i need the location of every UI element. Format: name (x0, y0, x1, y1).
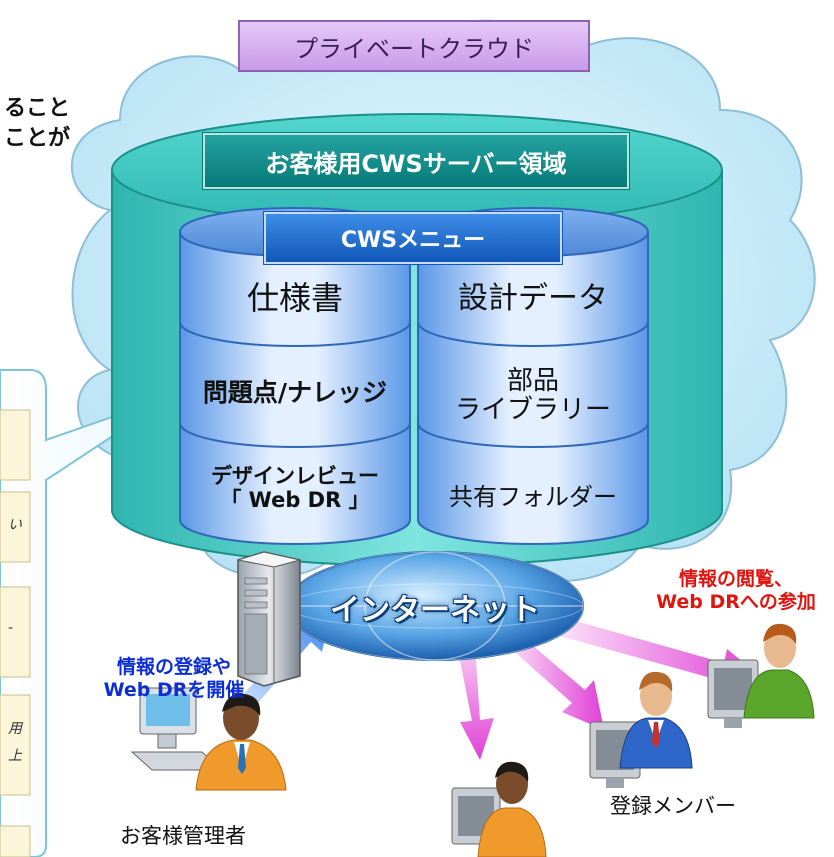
members-label: 登録メンバー (610, 794, 736, 818)
internet-label: インターネット (330, 593, 540, 628)
desktop-computer-icon (130, 687, 224, 771)
side-fragment-2: - (8, 620, 14, 636)
server-tower-icon (237, 551, 301, 687)
menu-item-issues-knowledge: 問題点/ナレッジ (202, 378, 388, 407)
cws-menu-label: CWSメニュー (264, 212, 562, 264)
left-text-line2: ことが (4, 126, 71, 151)
private-cloud-label: プライベートクラウド (238, 20, 590, 72)
menu-item-design-review: デザインレビュー 「 Web DR 」 (211, 464, 379, 512)
side-fragment-3: 用 (8, 721, 22, 737)
view-annotation: 情報の閲覧、 Web DRへの参加 (656, 568, 816, 614)
cws-server-area-label: お客様用CWSサーバー領域 (203, 133, 629, 189)
side-panel-boxes (0, 409, 31, 857)
left-text-line1: ること (4, 96, 71, 121)
person-icon (195, 693, 287, 791)
register-annotation: 情報の登録や Web DRを開催 (103, 656, 245, 702)
side-fragment-4: 上 (8, 748, 22, 764)
admin-label: お客様管理者 (120, 824, 246, 848)
person-icon (743, 623, 815, 719)
menu-item-design-data: 設計データ (458, 281, 608, 317)
person-icon (477, 761, 547, 857)
person-icon (619, 671, 693, 769)
menu-item-specifications: 仕様書 (246, 279, 343, 318)
menu-item-parts-library: 部品 ライブラリー (454, 365, 611, 425)
side-fragment-1: い (8, 517, 22, 533)
menu-item-shared-folder: 共有フォルダー (449, 482, 617, 511)
